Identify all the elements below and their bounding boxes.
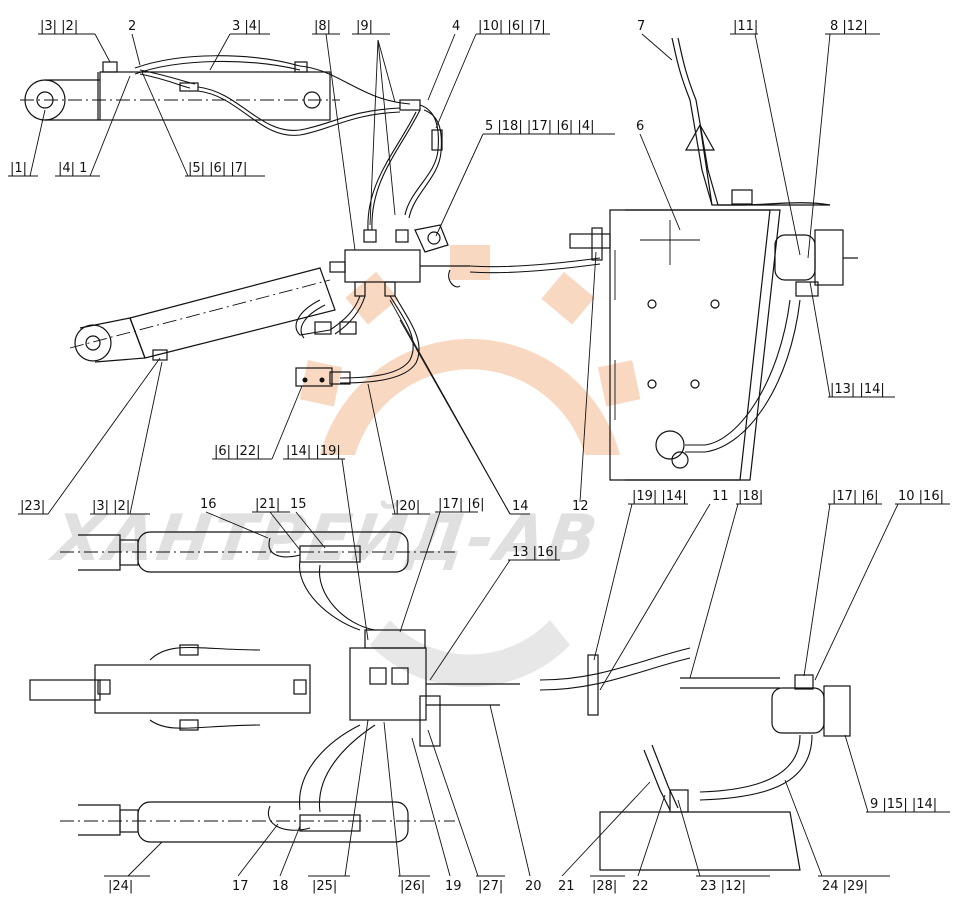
- callout-18: 18: [272, 879, 289, 894]
- bottom-bracket: [539, 647, 780, 716]
- callout-14-mid: 14: [512, 499, 529, 514]
- bottom-left-cylinder-upper: [60, 531, 455, 573]
- callout-14-19: |14| |19|: [286, 444, 341, 459]
- callout-19-lower: 19: [445, 879, 462, 894]
- callout-17-6-upper: |17| |6|: [438, 497, 484, 512]
- callout-16-left: 16: [200, 497, 217, 512]
- callout-13-14-top: |13| |14|: [830, 382, 885, 397]
- bottom-left-cylinder-middle: [29, 644, 311, 731]
- hoses-valve-to-bracket: [295, 295, 420, 387]
- callout-3-2-lower: |3| |2|: [92, 499, 130, 514]
- callout-4-1: |4| 1: [58, 161, 87, 176]
- top-right-pump: [774, 229, 858, 297]
- bottom-left-cylinder-lower: [60, 801, 455, 843]
- callout-5-6-7: |5| |6| |7|: [188, 161, 247, 176]
- callout-20: 20: [525, 879, 542, 894]
- top-hydraulic-cylinder: [20, 55, 421, 136]
- callout-23-12: 23 |12|: [700, 879, 746, 894]
- callout-20-top: |20|: [395, 499, 420, 514]
- callout-6-22: |6| |22|: [214, 444, 260, 459]
- hydraulic-tank: [569, 189, 801, 481]
- callout-21-lower: 21: [558, 879, 575, 894]
- callout-22: 22: [632, 879, 649, 894]
- watermark: ХАНТРЕЙД-АВ: [45, 245, 641, 688]
- callout-8: |8|: [314, 19, 331, 34]
- bottom-tank: [599, 744, 801, 871]
- callout-4-top: 4: [452, 19, 460, 34]
- callout-10-16: 10 |16|: [898, 489, 944, 504]
- callout-7: 7: [637, 19, 645, 34]
- control-lever-top: [671, 37, 831, 206]
- callout-3-4: 3 |4|: [232, 19, 261, 34]
- callout-5-18-17-6-4: 5 |18| |17| |6| |4|: [485, 119, 594, 134]
- callout-9-15-14: 9 |15| |14|: [870, 797, 937, 812]
- callout-24-29: 24 |29|: [822, 879, 868, 894]
- callout-12-mid: 12: [572, 499, 589, 514]
- callout-25: |25|: [312, 879, 337, 894]
- hoses-top-to-valve: [363, 104, 443, 243]
- callout-24: |24|: [108, 879, 133, 894]
- callout-21: |21|: [255, 497, 280, 512]
- callout-19-14: |19| |14|: [632, 489, 687, 504]
- callout-3-2: |3| |2|: [40, 19, 78, 34]
- callout-9: |9|: [356, 19, 373, 34]
- callout-17-6-right: |17| |6|: [832, 489, 878, 504]
- middle-hydraulic-cylinder: [69, 267, 366, 363]
- callout-18-lower: |18|: [738, 489, 763, 504]
- callout-15: 15: [290, 497, 307, 512]
- bottom-valve-block: [299, 559, 520, 813]
- callouts: |3| |2| 2 3 |4| |8| |9| 4 |10| |6| |7| 7…: [8, 19, 950, 894]
- callout-6-tank: 6: [636, 119, 644, 134]
- callout-11: |11|: [733, 19, 758, 34]
- callout-23: |23|: [20, 499, 45, 514]
- callout-13-16: 13 |16|: [512, 545, 558, 560]
- callout-11-lower: 11: [712, 489, 729, 504]
- callout-17: 17: [232, 879, 249, 894]
- callout-10-6-7: |10| |6| |7|: [478, 19, 546, 34]
- callout-26: |26|: [400, 879, 425, 894]
- callout-1-pin: |1|: [10, 161, 27, 176]
- bottom-right-pump: [699, 674, 851, 801]
- top-valve-block: [329, 224, 601, 297]
- callout-2: 2: [128, 19, 136, 34]
- callout-8-12: 8 |12|: [830, 19, 868, 34]
- callout-27: |27|: [478, 879, 503, 894]
- callout-28: |28|: [592, 879, 617, 894]
